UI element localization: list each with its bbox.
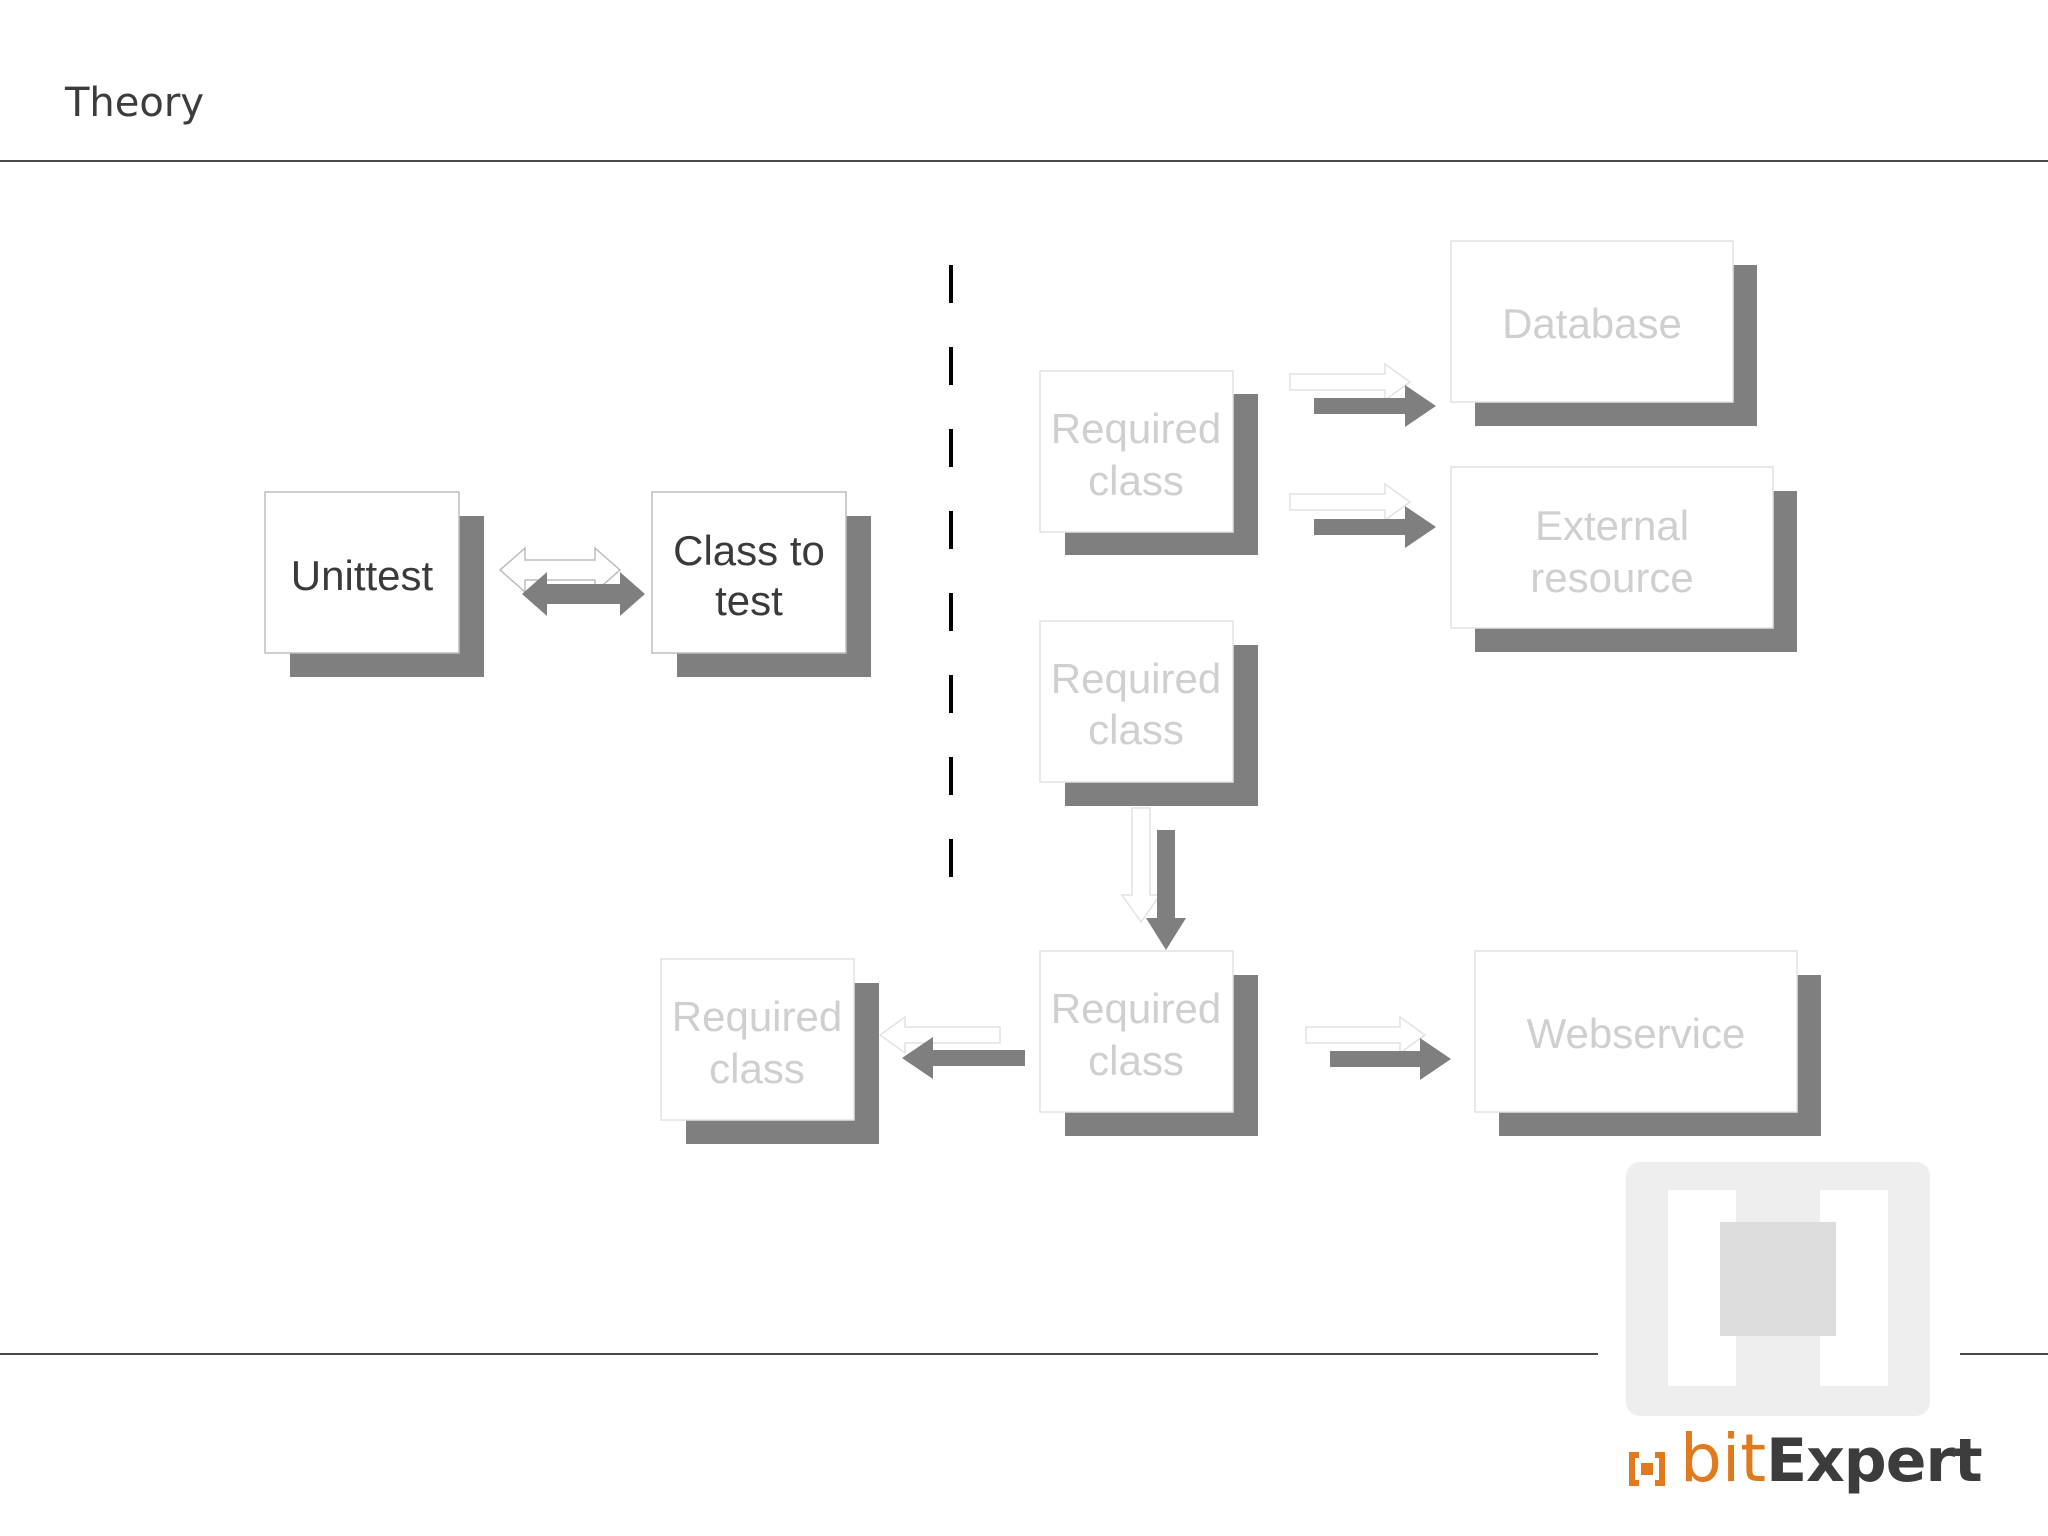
svg-text:resource: resource [1530,554,1693,601]
footer-rule-right [1960,1353,2048,1355]
external-resource-box: External resource [1450,466,1797,652]
required-class-box-1: Required class [1039,370,1258,555]
svg-text:class: class [1088,457,1184,504]
arrow-to-webservice-solid [1330,1038,1451,1080]
bitexpert-bracket-logo-icon [1626,1162,1930,1416]
arrow-down-solid [1146,830,1186,950]
header-rule [0,160,2048,162]
double-arrow-outline [498,546,622,594]
class-to-test-box: Class to test [651,491,871,677]
arrow-to-database-outline [1289,362,1412,402]
svg-text:class: class [1088,1037,1184,1084]
required-class-box-2: Required class [1039,620,1258,806]
svg-text:External: External [1535,502,1689,549]
required-class-box-4: Required class [660,958,879,1144]
arrow-to-database-solid [1314,385,1436,427]
svg-text:Required: Required [1051,985,1221,1032]
webservice-box: Webservice [1474,950,1821,1136]
footer-rule-left [0,1353,1598,1355]
svg-text:Required: Required [1051,405,1221,452]
bitexpert-small-bracket-icon [1629,1452,1665,1486]
arrow-down-outline [1120,807,1162,924]
svg-text:Database: Database [1502,300,1682,347]
svg-text:Webservice: Webservice [1527,1010,1746,1057]
logo-expert-text: Expert [1766,1426,1983,1496]
arrow-to-external-outline [1289,482,1412,522]
arrow-to-webservice-outline [1305,1015,1427,1055]
logo-bit-text: bit [1680,1420,1767,1497]
double-arrow-solid [522,572,645,616]
bitexpert-logo-wordmark: bitExpert [1680,1420,1983,1497]
slide-title: Theory [65,80,204,126]
required-class-box-3: Required class [1039,950,1258,1136]
unittest-label: Unittest [291,552,434,599]
svg-text:Required: Required [1051,655,1221,702]
arrow-to-left-class-outline [878,1015,1001,1055]
svg-text:Required: Required [672,993,842,1040]
arrow-to-left-class-solid [902,1037,1025,1079]
arrow-to-external-solid [1314,506,1436,548]
svg-text:class: class [709,1045,805,1092]
class-to-test-label-line2: test [715,577,783,624]
unittest-box: Unittest [264,491,484,677]
class-to-test-label-line1: Class to [673,527,825,574]
svg-text:class: class [1088,706,1184,753]
database-box: Database [1450,240,1757,426]
